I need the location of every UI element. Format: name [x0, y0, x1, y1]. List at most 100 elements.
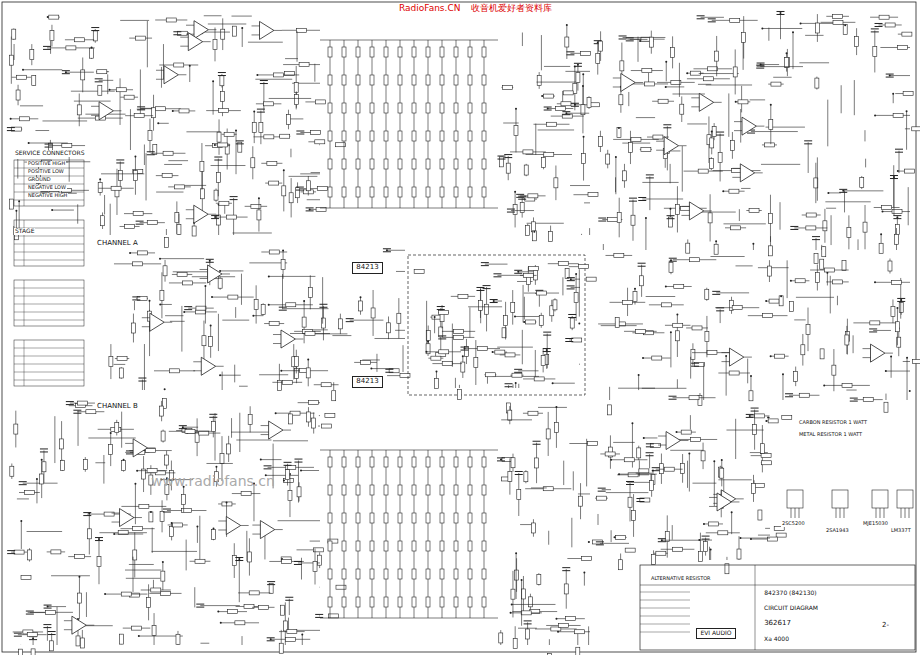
junction-dot — [517, 271, 519, 273]
wire — [264, 468, 272, 469]
resistor-symbol — [233, 26, 237, 36]
resistor-symbol — [249, 591, 259, 595]
junction-dot — [827, 192, 829, 194]
resistor-symbol — [426, 187, 430, 197]
wire — [756, 65, 764, 66]
resistor-symbol — [101, 216, 105, 226]
resistor-symbol — [370, 569, 374, 579]
wire — [895, 152, 903, 153]
wire — [267, 640, 275, 641]
wire — [553, 383, 575, 384]
wire — [567, 280, 575, 281]
wire — [263, 82, 264, 111]
resistor-symbol — [888, 261, 892, 271]
wire — [514, 372, 522, 373]
resistor-symbol — [412, 187, 416, 197]
wire — [609, 387, 610, 400]
resistor-symbol — [160, 591, 170, 595]
resistor-symbol — [468, 75, 472, 85]
resistor-symbol — [282, 186, 286, 196]
resistor-symbol — [370, 597, 374, 607]
resistor-symbol — [555, 107, 565, 111]
resistor-symbol — [282, 559, 292, 563]
junction-dot — [897, 170, 899, 172]
resistor-symbol — [843, 25, 847, 35]
junction-dot — [889, 75, 891, 77]
resistor-symbol — [615, 318, 619, 328]
resistor-symbol — [885, 23, 895, 27]
resistor-symbol — [267, 161, 277, 165]
resistor-symbol — [342, 159, 346, 169]
wire — [235, 560, 243, 561]
resistor-symbol — [124, 95, 134, 99]
resistor-symbol — [710, 138, 714, 148]
junction-dot — [780, 295, 782, 297]
junction-dot — [669, 208, 671, 210]
resistor-symbol — [133, 262, 143, 266]
resistor-symbol — [384, 75, 388, 85]
wire — [734, 121, 742, 122]
resistor-symbol — [14, 550, 24, 554]
wire — [515, 383, 516, 388]
wire — [136, 221, 144, 222]
junction-dot — [725, 355, 727, 357]
wire — [893, 165, 894, 207]
resistor-symbol — [749, 391, 753, 401]
resistor-symbol — [370, 47, 374, 57]
wire — [777, 11, 785, 12]
junction-dot — [515, 382, 517, 384]
resistor-symbol — [162, 174, 172, 178]
resistor-symbol — [769, 299, 779, 303]
resistor-symbol — [879, 15, 889, 19]
resistor-symbol — [707, 351, 717, 355]
wire — [794, 319, 805, 320]
resistor-symbol — [147, 597, 151, 607]
wire — [469, 307, 470, 337]
wire — [756, 68, 764, 69]
junction-dot — [22, 69, 24, 71]
wire — [581, 234, 582, 235]
wire — [112, 522, 120, 523]
wire — [691, 363, 699, 364]
wire — [186, 218, 194, 219]
wire — [518, 384, 519, 388]
wire — [54, 416, 55, 463]
resistor-symbol — [342, 131, 346, 141]
junction-dot — [78, 576, 80, 578]
wire — [515, 316, 541, 317]
wire — [181, 306, 182, 352]
wire — [95, 81, 103, 82]
resistor-symbol — [398, 131, 402, 141]
junction-dot — [909, 390, 911, 392]
wire — [514, 369, 522, 370]
resistor-symbol — [241, 492, 251, 496]
resistor-symbol — [336, 585, 346, 589]
resistor-symbol — [356, 541, 360, 551]
resistor-symbol — [77, 105, 81, 115]
wire — [296, 131, 304, 132]
resistor-symbol — [251, 204, 261, 208]
resistor-symbol — [77, 593, 81, 603]
resistor-symbol — [768, 213, 772, 223]
wire — [14, 288, 84, 289]
wire — [571, 287, 580, 288]
wire — [66, 404, 74, 405]
resistor-symbol — [675, 331, 679, 341]
wire — [400, 40, 401, 208]
wire — [47, 626, 48, 641]
resistor-symbol — [620, 61, 624, 71]
wire — [294, 462, 302, 463]
wire — [129, 564, 154, 565]
wire — [320, 208, 498, 209]
wire — [179, 425, 187, 426]
wire — [623, 37, 666, 38]
resistor-symbol — [75, 38, 85, 42]
resistor-symbol — [842, 261, 846, 271]
resistor-symbol — [763, 314, 773, 318]
resistor-symbol — [673, 323, 683, 327]
wire — [114, 364, 126, 365]
wire — [215, 413, 216, 460]
wire — [485, 264, 508, 265]
resistor-symbol — [213, 39, 217, 49]
junction-dot — [283, 480, 285, 482]
